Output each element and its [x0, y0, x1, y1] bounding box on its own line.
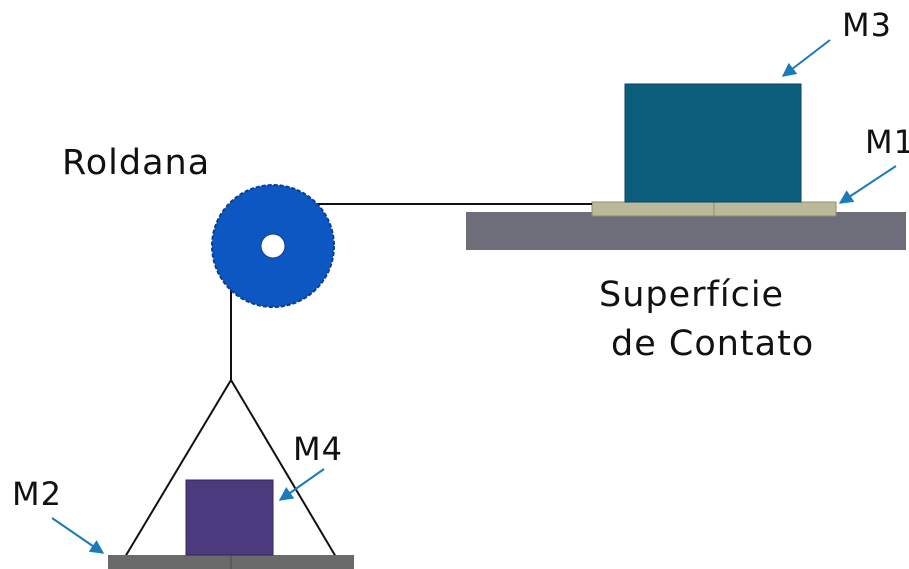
surface-label-line1: Superfície [599, 275, 784, 315]
arrow-icon [51, 517, 105, 554]
m3-label: M3 [842, 6, 892, 44]
arrow-icon [278, 468, 325, 501]
m4-label: M4 [293, 430, 343, 468]
m4-block [185, 479, 274, 556]
m1-label: M1 [865, 123, 909, 161]
arrow-icon [838, 165, 897, 204]
m3-block [624, 83, 802, 203]
m2-hanger-plate [108, 555, 354, 569]
hanger-strings [124, 379, 337, 558]
m2-label: M2 [12, 475, 62, 513]
surface-label-line2: de Contato [611, 324, 814, 364]
arrow-icon [781, 39, 831, 77]
m1-plate [591, 201, 837, 217]
pulley-icon [211, 184, 335, 308]
pulley-label: Roldana [62, 143, 210, 183]
contact-surface-table [466, 212, 906, 250]
